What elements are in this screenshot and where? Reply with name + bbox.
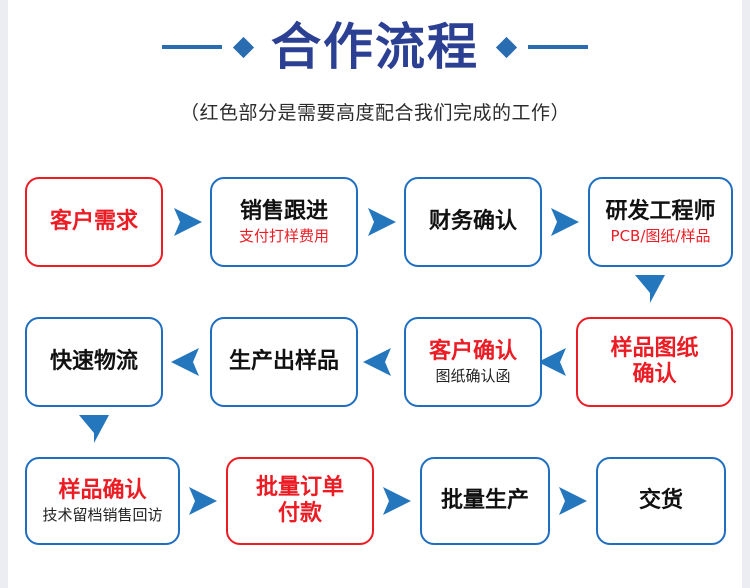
down-arrow-icon-row2-row3 xyxy=(74,412,114,446)
flow-step-customer-requirement[interactable]: 客户需求 xyxy=(25,177,163,267)
flow-step-title: 研发工程师 xyxy=(605,198,716,224)
decorative-line-right xyxy=(528,45,588,49)
flow-step-bulk-order-payment[interactable]: 批量订单 付款 xyxy=(226,457,374,545)
flow-step-title: 客户需求 xyxy=(49,209,138,235)
title-row: 合作流程 xyxy=(8,22,742,72)
flow-diagram: 客户需求 销售跟进 支付打样费用 财务确认 研发工程师 PCB/图纸/ xyxy=(8,0,742,588)
flow-step-produce-sample[interactable]: 生产出样品 xyxy=(210,317,358,407)
left-arrow-icon-1 xyxy=(535,346,569,378)
flow-step-title: 交货 xyxy=(638,488,683,514)
page-header: 合作流程 （红色部分是需要高度配合我们完成的工作） xyxy=(8,0,742,150)
right-arrow-icon-2 xyxy=(365,206,399,238)
right-arrow-icon-5 xyxy=(380,485,414,517)
decorative-line-left xyxy=(162,45,222,49)
page-subtitle: （红色部分是需要高度配合我们完成的工作） xyxy=(179,102,570,124)
right-arrow-icon-3 xyxy=(548,206,582,238)
flow-step-title: 销售跟进 xyxy=(239,198,328,224)
flow-step-sample-drawing-confirm[interactable]: 样品图纸 确认 xyxy=(576,317,733,407)
flow-step-title: 生产出样品 xyxy=(228,349,339,375)
flow-step-sample-confirm[interactable]: 样品确认 技术留档销售回访 xyxy=(25,457,180,545)
left-arrow-icon-3 xyxy=(168,346,202,378)
flow-step-rd-engineer[interactable]: 研发工程师 PCB/图纸/样品 xyxy=(588,177,733,267)
flow-step-title: 样品确认 xyxy=(58,477,147,503)
flow-step-subtitle: 图纸确认函 xyxy=(435,367,511,386)
flow-step-mass-production[interactable]: 批量生产 xyxy=(420,457,550,545)
flow-step-sales-followup[interactable]: 销售跟进 支付打样费用 xyxy=(210,177,358,267)
flow-step-fast-logistics[interactable]: 快速物流 xyxy=(25,317,163,407)
flow-step-subtitle: PCB/图纸/样品 xyxy=(610,227,711,246)
flowchart-page: 合作流程 （红色部分是需要高度配合我们完成的工作） 客户需求 销售跟进 支付打样… xyxy=(8,0,742,588)
flow-step-title: 客户确认 xyxy=(428,338,517,364)
flow-step-finance-confirm[interactable]: 财务确认 xyxy=(404,177,542,267)
right-arrow-icon-6 xyxy=(556,485,590,517)
right-arrow-icon-4 xyxy=(186,485,220,517)
flow-step-customer-confirm[interactable]: 客户确认 图纸确认函 xyxy=(404,317,542,407)
flow-step-title: 批量生产 xyxy=(440,488,529,514)
page-title: 合作流程 xyxy=(271,18,479,76)
down-arrow-icon-row1-row2 xyxy=(630,272,670,306)
left-arrow-icon-2 xyxy=(360,346,394,378)
flow-step-title: 快速物流 xyxy=(49,349,138,375)
flow-step-title: 批量订单 付款 xyxy=(255,475,344,526)
flow-step-subtitle: 技术留档销售回访 xyxy=(42,506,163,525)
flow-step-subtitle: 支付打样费用 xyxy=(238,227,329,246)
right-arrow-icon-1 xyxy=(171,206,205,238)
flow-step-title: 财务确认 xyxy=(428,209,517,235)
flow-step-title: 样品图纸 确认 xyxy=(610,336,699,387)
flow-step-delivery[interactable]: 交货 xyxy=(596,457,726,545)
